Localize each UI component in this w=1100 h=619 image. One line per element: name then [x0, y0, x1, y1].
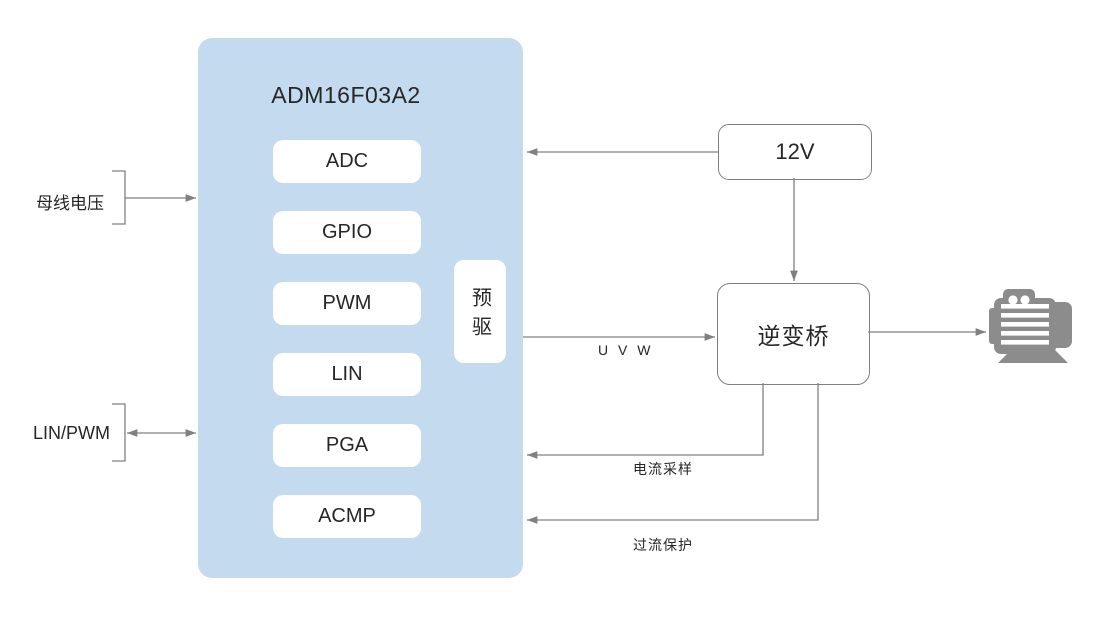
overcurrent-protection-label: 过流保护 — [633, 537, 693, 553]
chip-block: ADM16F03A2 ADC GPIO PWM LIN PGA ACMP 预驱 — [198, 38, 523, 578]
lin-pwm-bracket — [112, 403, 126, 462]
current-sampling-arrow — [527, 383, 764, 459]
lin-pwm-label: LIN/PWM — [33, 423, 111, 443]
module-box-acmp: ACMP — [273, 495, 421, 538]
bus-voltage-label: 母线电压 — [36, 194, 104, 213]
chip-title: ADM16F03A2 — [271, 82, 421, 108]
module-box-pwm: PWM — [273, 282, 421, 325]
power-12v-block: 12V — [718, 124, 872, 180]
module-label: PGA — [325, 434, 369, 456]
module-label: ACMP — [318, 505, 376, 527]
module-label: PWM — [322, 292, 372, 314]
power-12v-label: 12V — [775, 139, 815, 164]
inverter-bridge-label: 逆变桥 — [757, 323, 830, 349]
bus-voltage-bracket — [112, 170, 126, 225]
overcurrent-protection-arrow — [527, 383, 819, 524]
module-box-gpio: GPIO — [273, 211, 421, 254]
uvw-label: U V W — [598, 342, 654, 358]
module-box-pga: PGA — [273, 424, 421, 467]
inverter-bridge-block: 逆变桥 — [717, 283, 870, 385]
module-label: GPIO — [321, 221, 372, 243]
predriver-box: 预驱 — [454, 260, 506, 363]
module-box-adc: ADC — [273, 140, 421, 183]
current-sampling-label: 电流采样 — [633, 461, 693, 477]
motor-icon — [989, 289, 1072, 363]
module-label: ADC — [325, 150, 369, 172]
module-label: LIN — [331, 363, 363, 385]
module-box-lin: LIN — [273, 353, 421, 396]
